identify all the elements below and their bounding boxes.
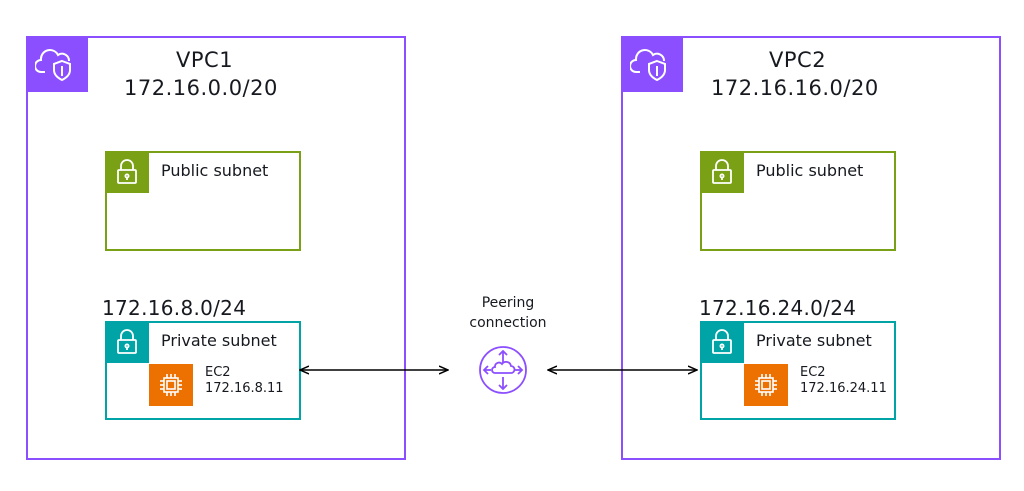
ec2-type: EC2 bbox=[205, 365, 231, 380]
ec2-chip-icon bbox=[744, 364, 788, 406]
padlock-icon bbox=[700, 321, 744, 363]
public-subnet: Public subnet bbox=[700, 151, 896, 251]
subnet-label: Public subnet bbox=[756, 161, 864, 180]
vpc-cidr: 172.16.16.0/20 bbox=[711, 76, 879, 100]
subnet-label: Public subnet bbox=[161, 161, 269, 180]
ec2-type: EC2 bbox=[800, 365, 826, 380]
private-subnet-cidr: 172.16.24.0/24 bbox=[699, 296, 857, 320]
subnet-label: Private subnet bbox=[756, 331, 872, 350]
ec2-chip-icon bbox=[149, 364, 193, 406]
peering-label-line2: connection bbox=[469, 315, 547, 331]
private-subnet: Private subnet EC2 172.16.8.11 bbox=[105, 321, 301, 420]
private-subnet: Private subnet EC2 172.16.24.11 bbox=[700, 321, 896, 420]
vpc-cidr: 172.16.0.0/20 bbox=[124, 76, 278, 100]
peering-label-line1: Peering bbox=[481, 295, 535, 311]
private-subnet-cidr: 172.16.8.0/24 bbox=[102, 296, 247, 320]
subnet-label: Private subnet bbox=[161, 331, 277, 350]
peering-label: Peering connection bbox=[448, 293, 568, 333]
ec2-ip: 172.16.24.11 bbox=[800, 381, 887, 396]
peering-connection-icon bbox=[479, 346, 527, 394]
padlock-icon bbox=[700, 151, 744, 193]
vpc-name: VPC2 bbox=[769, 48, 827, 72]
vpc-name: VPC1 bbox=[176, 48, 234, 72]
public-subnet: Public subnet bbox=[105, 151, 301, 251]
padlock-icon bbox=[105, 151, 149, 193]
vpc-cloud-shield-icon bbox=[26, 36, 88, 92]
ec2-ip: 172.16.8.11 bbox=[205, 381, 284, 396]
vpc-cloud-shield-icon bbox=[621, 36, 683, 92]
vpc1-container: VPC1 172.16.0.0/20 Public subnet 172.16.… bbox=[26, 36, 406, 460]
ec2-instance-label: EC2 172.16.8.11 bbox=[205, 365, 284, 397]
vpc2-container: VPC2 172.16.16.0/20 Public subnet 172.16… bbox=[621, 36, 1001, 460]
padlock-icon bbox=[105, 321, 149, 363]
ec2-instance-label: EC2 172.16.24.11 bbox=[800, 365, 887, 397]
